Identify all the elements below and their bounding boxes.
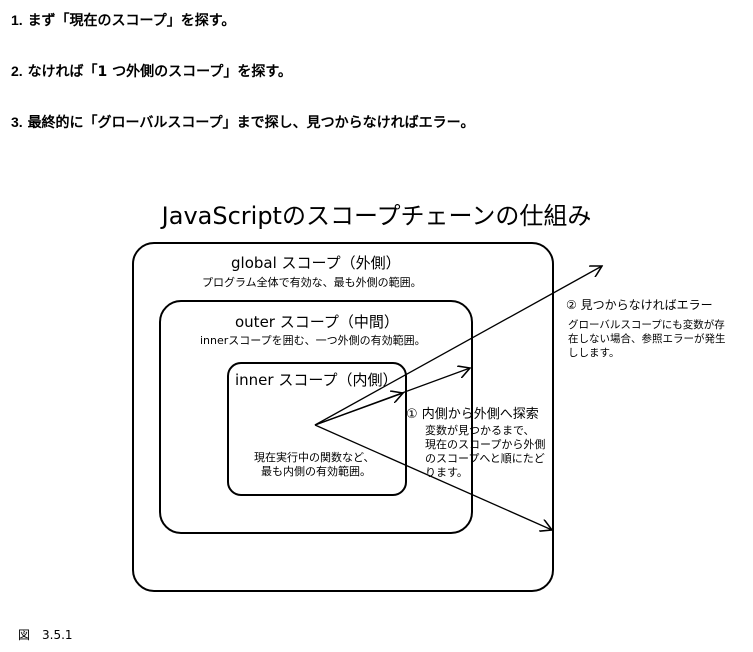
inner-scope-box — [227, 362, 407, 496]
note-error-title: ② 見つからなければエラー — [566, 298, 713, 312]
note-error-desc: グローバルスコープにも変数が存 在しない場合、参照エラーが発生 しします。 — [568, 319, 726, 359]
step-2: 2. なければ「1 つ外側のスコープ」を探す。 — [11, 63, 292, 80]
global-scope-desc: プログラム全体で有効な、最も外側の範囲。 — [202, 276, 422, 289]
step-1: 1. まず「現在のスコープ」を探す。 — [11, 12, 236, 29]
figure-caption: 図 3.5.1 — [18, 628, 73, 642]
note-search-title: ① 内側から外側へ探索 — [406, 407, 539, 422]
arrow-to-global-border — [314, 424, 552, 530]
diagram-title: JavaScriptのスコープチェーンの仕組み — [161, 202, 592, 230]
arrow-to-outer-border — [314, 368, 470, 426]
inner-scope-desc-1: 現在実行中の関数など、 — [254, 451, 375, 464]
outer-scope-title: outer スコープ（中間） — [235, 313, 399, 331]
global-scope-box — [132, 242, 554, 592]
note-search-desc: 変数が見つかるまで、 現在のスコープから外側 のスコープへと順にたど ります。 — [425, 424, 546, 479]
step-3: 3. 最終的に「グローバルスコープ」まで探し、見つからなければエラー。 — [11, 114, 475, 131]
inner-scope-title: inner スコープ（内側） — [235, 371, 398, 389]
outer-scope-box — [159, 300, 473, 534]
inner-scope-desc-2: 最も内側の有効範囲。 — [261, 465, 371, 478]
global-scope-title: global スコープ（外側） — [231, 254, 401, 272]
outer-scope-desc: innerスコープを囲む、一つ外側の有効範囲。 — [200, 334, 426, 347]
arrow-to-outside-global — [314, 266, 602, 426]
